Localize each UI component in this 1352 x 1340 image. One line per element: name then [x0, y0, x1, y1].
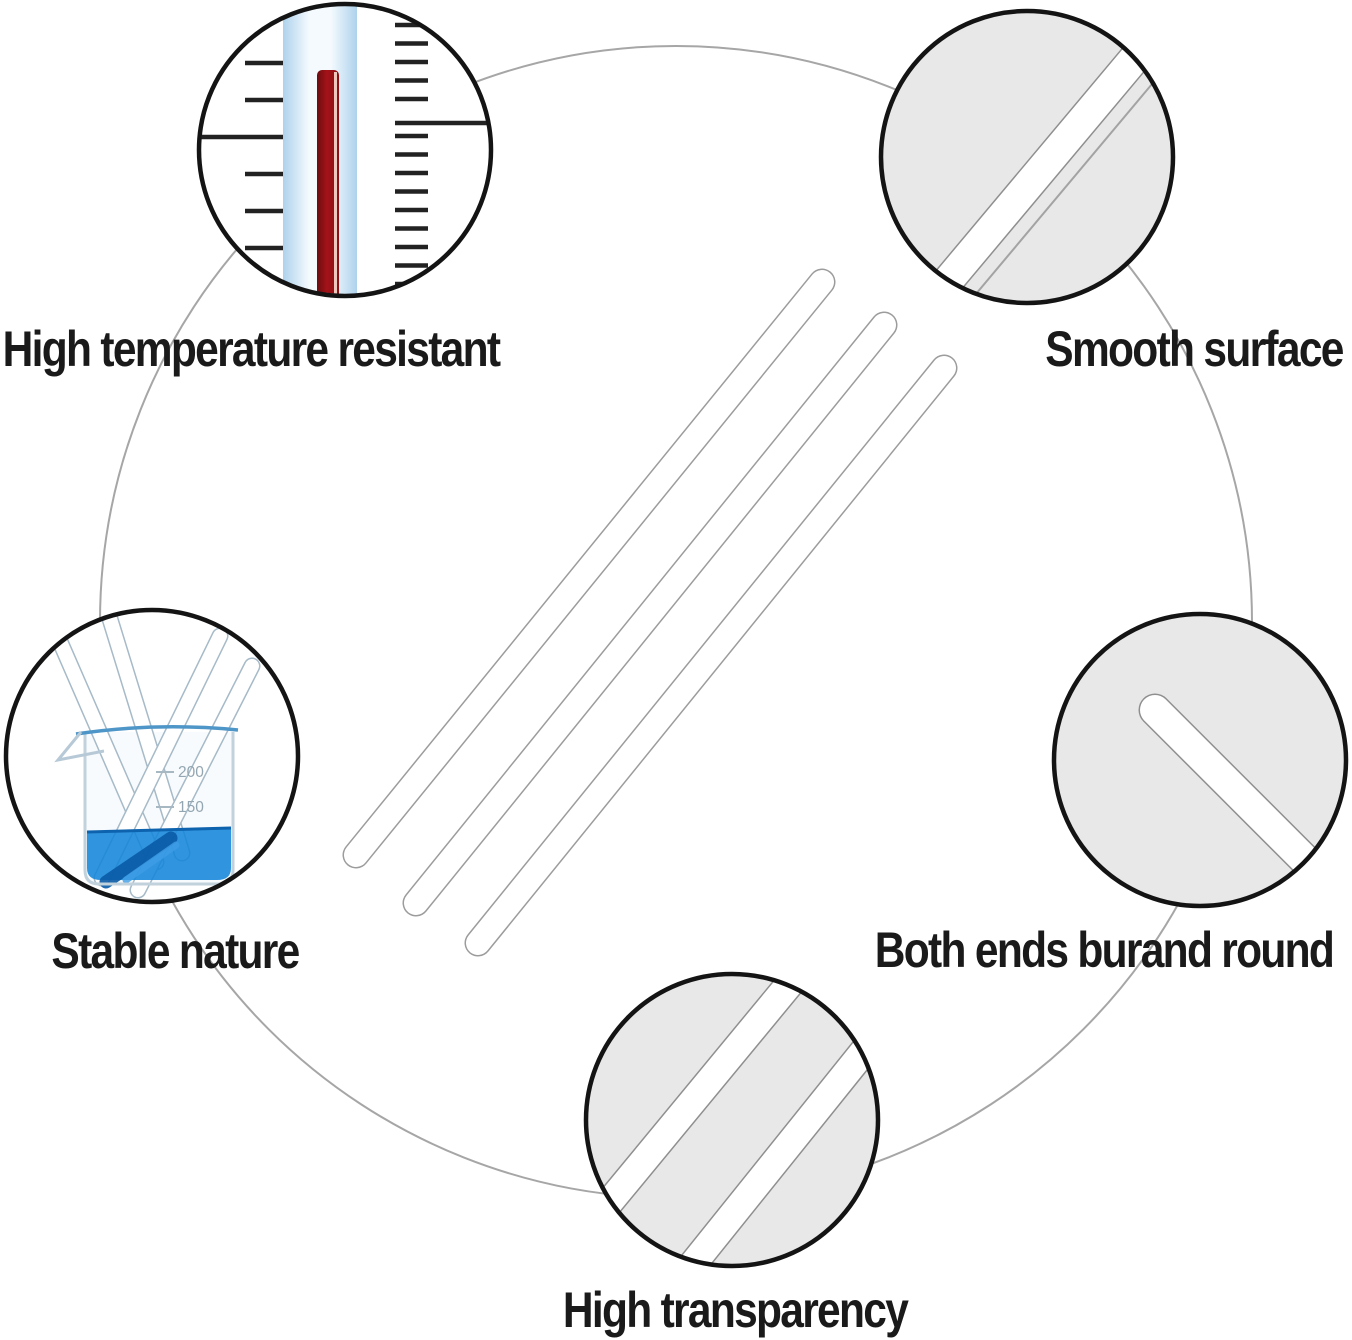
crossed-rods-closeup-icon	[583, 971, 881, 1269]
beaker-spout	[54, 731, 105, 763]
feature-label-stable-nature: Stable nature	[51, 923, 300, 979]
rod-surface-closeup-icon	[878, 8, 1176, 306]
callout-circle-border	[1051, 611, 1349, 909]
feature-label-smooth-surface: Smooth surface	[1045, 321, 1344, 377]
stirring-rods-icon	[342, 268, 958, 957]
beaker-rim	[75, 725, 239, 736]
callout-circle-border	[196, 1, 494, 299]
callout-circle-border	[878, 8, 1176, 306]
beaker-marking-150: 150	[178, 799, 204, 816]
beaker-marking-200: 200	[178, 764, 204, 781]
feature-label-high-temperature-resistant: High temperature resistant	[2, 321, 501, 377]
feature-label-high-transparency: High transparency	[562, 1282, 909, 1338]
thermometer-icon	[196, 1, 494, 299]
rounded-end-closeup-icon	[1051, 611, 1349, 909]
feature-label-both-ends-round: Both ends burand round	[874, 922, 1335, 978]
callout-circle-border	[583, 971, 881, 1269]
beaker-with-rods-icon: 200 150	[3, 607, 301, 905]
beaker-markings: 200 150	[156, 764, 204, 816]
callout-circle-border	[3, 607, 301, 905]
